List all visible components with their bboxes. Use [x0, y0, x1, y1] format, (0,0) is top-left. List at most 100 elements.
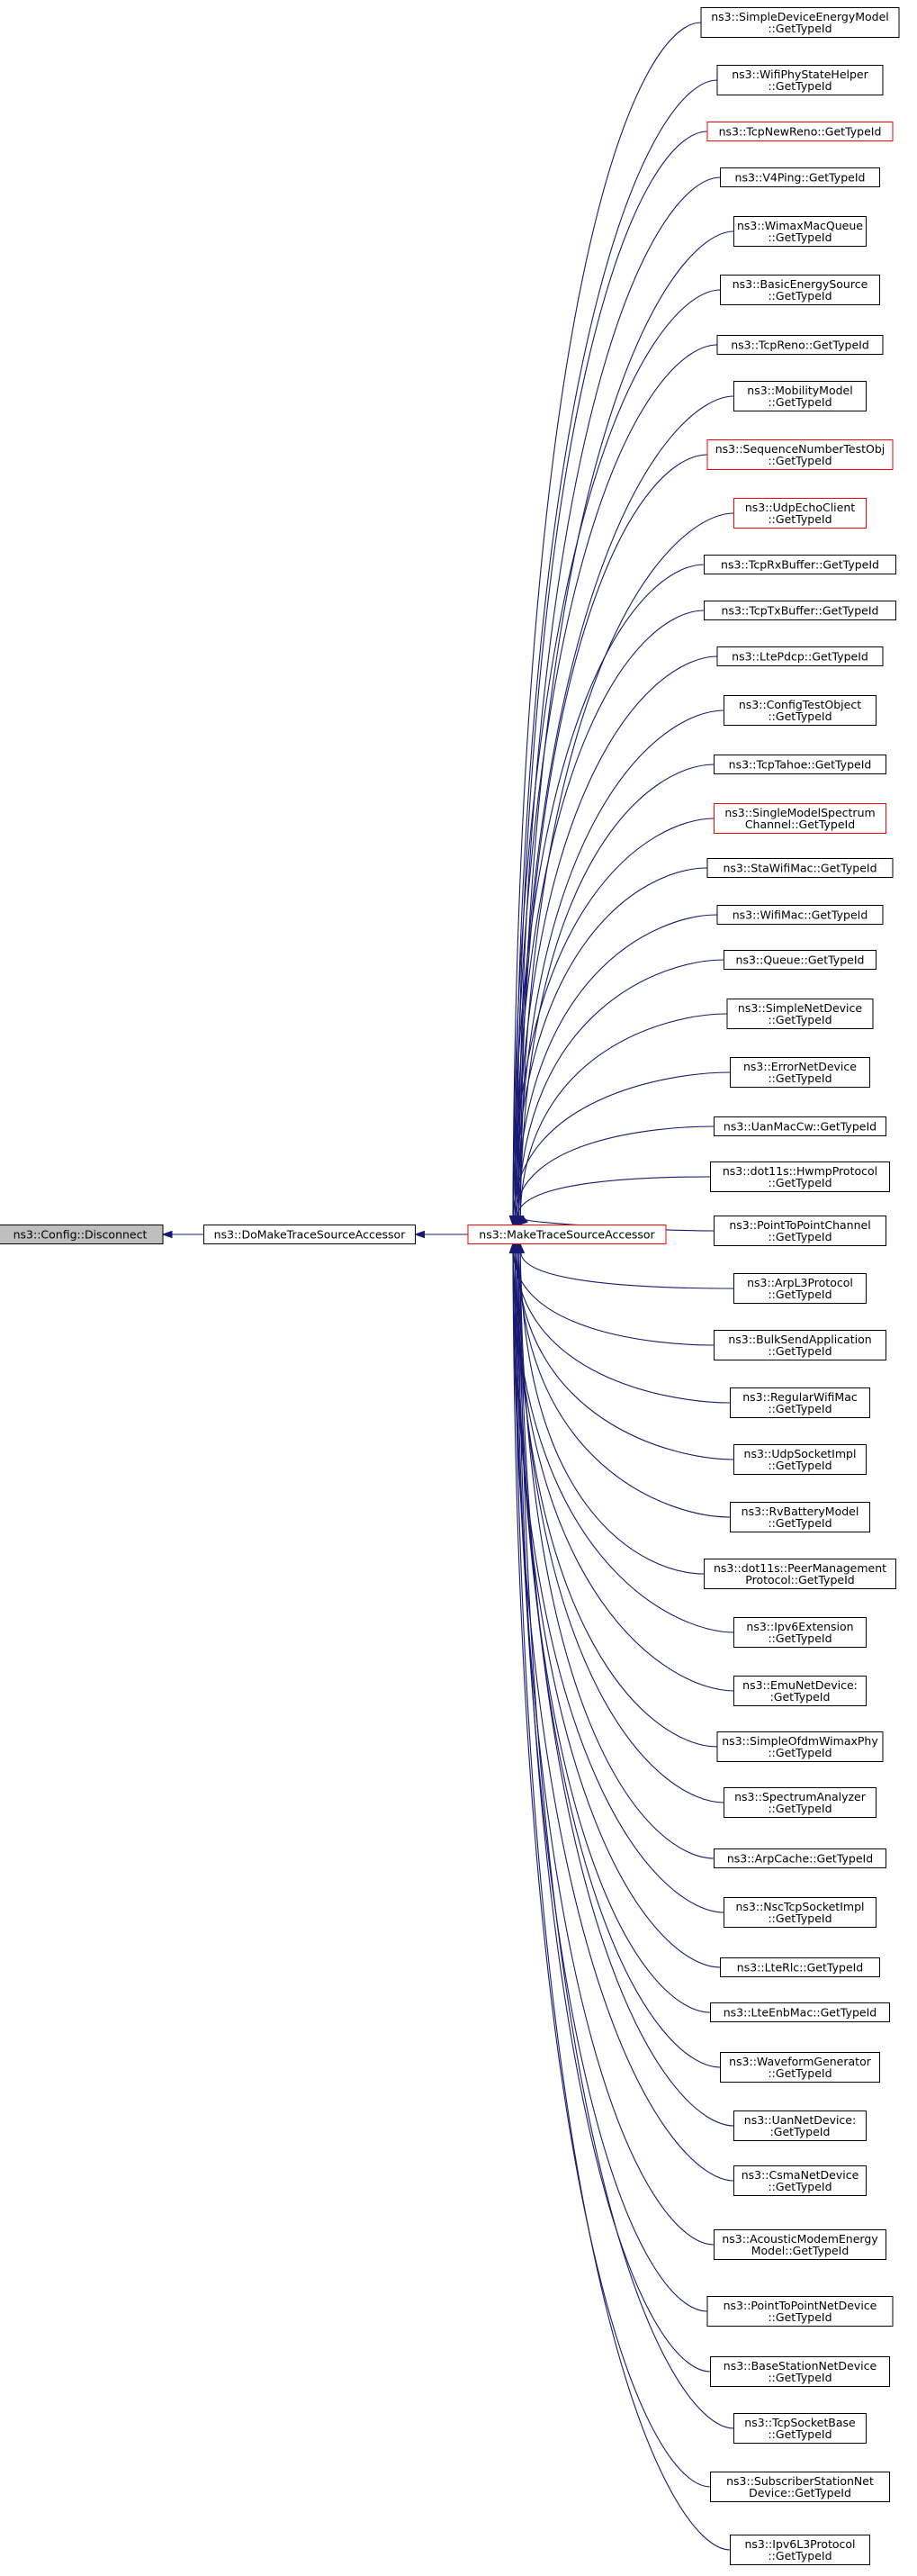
- node-ns3-regularwifimac-gettypeid[interactable]: ns3::RegularWifiMac::GetTypeId: [730, 1387, 870, 1418]
- node-ns3-uannetdevice-gettypeid[interactable]: ns3::UanNetDevice::GetTypeId: [733, 2111, 867, 2141]
- edge-caller-to-hub: [514, 1252, 731, 1404]
- node-label: ns3::MakeTraceSourceAccessor: [479, 1228, 655, 1242]
- node-ns3-tcpsocketbase-gettypeid[interactable]: ns3::TcpSocketBase::GetTypeId: [733, 2413, 867, 2444]
- edge-caller-to-hub: [519, 512, 734, 1216]
- node-ns3-config-disconnect[interactable]: ns3::Config::Disconnect: [0, 1225, 164, 1244]
- node-label: ns3::SubscriberStationNet: [726, 2474, 874, 2488]
- edge-caller-to-hub: [512, 564, 705, 1216]
- node-box: [714, 755, 886, 774]
- node-ns3-maketracesourceaccessor[interactable]: ns3::MakeTraceSourceAccessor: [467, 1225, 667, 1244]
- node-label: ns3::DoMakeTraceSourceAccessor: [214, 1228, 407, 1242]
- edge-caller-to-hub: [517, 1252, 711, 2373]
- node-ns3-uanmaccw-gettypeid[interactable]: ns3::UanMacCw::GetTypeId: [714, 1116, 886, 1136]
- node-label: ::GetTypeId: [768, 1912, 832, 1925]
- edge-caller-to-hub: [514, 1252, 715, 2246]
- node-ns3-ltepdcp-gettypeid[interactable]: ns3::LtePdcp::GetTypeId: [716, 646, 884, 666]
- edge-caller-to-hub: [519, 1252, 734, 2127]
- node-label: ns3::UanMacCw::GetTypeId: [724, 1120, 877, 1134]
- node-ns3-v4ping-gettypeid[interactable]: ns3::V4Ping::GetTypeId: [720, 167, 880, 187]
- node-ns3-csmanetdevice-gettypeid[interactable]: ns3::CsmaNetDevice::GetTypeId: [733, 2165, 867, 2196]
- node-ns3-pointtopointchannel-gettypeid[interactable]: ns3::PointToPointChannel::GetTypeId: [714, 1216, 886, 1246]
- node-label: ns3::StaWifiMac::GetTypeId: [723, 862, 877, 875]
- node-ns3-tcpnewreno-gettypeid[interactable]: ns3::TcpNewReno::GetTypeId: [706, 122, 894, 141]
- node-ns3-udpechoclient-gettypeid[interactable]: ns3::UdpEchoClient::GetTypeId: [733, 498, 867, 529]
- edge-caller-to-hub: [516, 914, 718, 1216]
- node-ns3-simplenetdevice-gettypeid[interactable]: ns3::SimpleNetDevice::GetTypeId: [726, 999, 874, 1029]
- node-ns3-wimaxmacqueue-gettypeid[interactable]: ns3::WimaxMacQueue::GetTypeId: [733, 216, 867, 247]
- node-box: [716, 335, 884, 355]
- node-label: ::GetTypeId: [768, 1459, 832, 1472]
- node-label: ns3::MobilityModel: [747, 384, 852, 397]
- edge-caller-to-hub: [516, 131, 708, 1216]
- node-ns3-simpleofdmwimaxphy-gettypeid[interactable]: ns3::SimpleOfdmWimaxPhy::GetTypeId: [716, 1731, 884, 1762]
- node-label: ::GetTypeId: [768, 395, 832, 409]
- edges-layer: [161, 22, 734, 2551]
- node-ns3-emunetdevice-gettypeid[interactable]: ns3::EmuNetDevice::GetTypeId: [733, 1676, 867, 1706]
- node-ns3-udpsocketimpl-gettypeid[interactable]: ns3::UdpSocketImpl::GetTypeId: [733, 1444, 867, 1475]
- node-box: [467, 1225, 667, 1244]
- node-ns3-waveformgenerator-gettypeid[interactable]: ns3::WaveformGenerator::GetTypeId: [720, 2052, 880, 2083]
- node-label: ::GetTypeId: [768, 289, 832, 303]
- node-ns3-simpledeviceenergymodel-gettypeid[interactable]: ns3::SimpleDeviceEnergyModel::GetTypeId: [700, 7, 900, 38]
- node-box: [726, 999, 874, 1029]
- node-label: ns3::SequenceNumberTestObj: [715, 442, 886, 456]
- node-label: ns3::SimpleDeviceEnergyModel: [711, 10, 889, 23]
- node-ns3-tcptxbuffer-gettypeid[interactable]: ns3::TcpTxBuffer::GetTypeId: [704, 601, 896, 620]
- node-ns3-errornetdevice-gettypeid[interactable]: ns3::ErrorNetDevice::GetTypeId: [730, 1057, 870, 1088]
- node-ns3-ipv6extension-gettypeid[interactable]: ns3::Ipv6Extension::GetTypeId: [733, 1617, 867, 1648]
- node-label: ::GetTypeId: [768, 710, 832, 723]
- node-ns3-basestationnetdevice-gettypeid[interactable]: ns3::BaseStationNetDevice::GetTypeId: [710, 2356, 890, 2387]
- node-box: [716, 646, 884, 666]
- node-label: :GetTypeId: [770, 1690, 831, 1704]
- node-label: Protocol::GetTypeId: [745, 1573, 854, 1586]
- edge-caller-to-hub: [514, 344, 718, 1216]
- node-ns3-tcpreno-gettypeid[interactable]: ns3::TcpReno::GetTypeId: [716, 335, 884, 355]
- node-ns3-ipv6l3protocol-gettypeid[interactable]: ns3::Ipv6L3Protocol::GetTypeId: [730, 2535, 870, 2565]
- node-box: [733, 2165, 867, 2196]
- node-ns3-spectrumanalyzer-gettypeid[interactable]: ns3::SpectrumAnalyzer::GetTypeId: [724, 1787, 877, 1818]
- node-ns3-wifimac-gettypeid[interactable]: ns3::WifiMac::GetTypeId: [716, 905, 884, 925]
- node-box: [733, 381, 867, 411]
- node-label: ns3::Config::Disconnect: [13, 1228, 148, 1242]
- node-ns3-subscriberstationnetdevice-gettypeid[interactable]: ns3::SubscriberStationNetDevice::GetType…: [710, 2472, 890, 2502]
- node-ns3-bulksendapplication-gettypeid[interactable]: ns3::BulkSendApplication::GetTypeId: [714, 1330, 886, 1360]
- node-ns3-sequencenumbertestobj-gettypeid[interactable]: ns3::SequenceNumberTestObj::GetTypeId: [706, 439, 894, 470]
- node-ns3-mobilitymodel-gettypeid[interactable]: ns3::MobilityModel::GetTypeId: [733, 381, 867, 411]
- node-box: [710, 1161, 890, 1192]
- node-ns3-domaketracesourceaccessor[interactable]: ns3::DoMakeTraceSourceAccessor: [203, 1225, 416, 1244]
- node-ns3-configtestobject-gettypeid[interactable]: ns3::ConfigTestObject::GetTypeId: [724, 695, 877, 726]
- node-box: [706, 858, 894, 878]
- node-label: ns3::SpectrumAnalyzer: [734, 1790, 867, 1803]
- node-ns3-stawifimac-gettypeid[interactable]: ns3::StaWifiMac::GetTypeId: [706, 858, 894, 878]
- node-label: ::GetTypeId: [768, 1230, 832, 1243]
- node-box: [724, 695, 877, 726]
- node-ns3-pointtopointnetdevice-gettypeid[interactable]: ns3::PointToPointNetDevice::GetTypeId: [706, 2296, 894, 2327]
- node-label: ns3::PointToPointChannel: [729, 1218, 870, 1232]
- node-label: ns3::SingleModelSpectrum: [724, 806, 875, 819]
- node-label: ns3::Ipv6L3Protocol: [744, 2537, 855, 2551]
- node-ns3-arpcache-gettypeid[interactable]: ns3::ArpCache::GetTypeId: [714, 1848, 886, 1868]
- edge-caller-to-hub: [517, 1176, 711, 1216]
- node-ns3-tcprxbuffer-gettypeid[interactable]: ns3::TcpRxBuffer::GetTypeId: [704, 555, 896, 574]
- node-ns3-rvbatterymodel-gettypeid[interactable]: ns3::RvBatteryModel::GetTypeId: [730, 1502, 870, 1532]
- node-ns3-tcptahoe-gettypeid[interactable]: ns3::TcpTahoe::GetTypeId: [714, 755, 886, 774]
- node-box: [733, 1273, 867, 1304]
- node-ns3-singlemodelspectrumchannel-gettypeid[interactable]: ns3::SingleModelSpectrumChannel::GetType…: [714, 803, 886, 834]
- node-label: ns3::WifiPhyStateHelper: [732, 68, 868, 81]
- node-label: ns3::dot11s::HwmpProtocol: [723, 1164, 877, 1178]
- node-label: ns3::EmuNetDevice:: [742, 1678, 858, 1692]
- node-ns3-queue-gettypeid[interactable]: ns3::Queue::GetTypeId: [724, 950, 877, 970]
- node-ns3-dot11s-peermanagementprotocol-gettypeid[interactable]: ns3::dot11s::PeerManagementProtocol::Get…: [704, 1559, 896, 1589]
- node-ns3-lterlc-gettypeid[interactable]: ns3::LteRlc::GetTypeId: [720, 1957, 880, 1977]
- node-box: [706, 122, 894, 141]
- node-ns3-dot11s-hwmpprotocol-gettypeid[interactable]: ns3::dot11s::HwmpProtocol::GetTypeId: [710, 1161, 890, 1192]
- node-ns3-lteenbmac-gettypeid[interactable]: ns3::LteEnbMac::GetTypeId: [710, 2002, 890, 2022]
- node-ns3-wifiphystatehelper-gettypeid[interactable]: ns3::WifiPhyStateHelper::GetTypeId: [716, 65, 884, 95]
- node-box: [720, 275, 880, 305]
- node-box: [710, 2472, 890, 2502]
- node-ns3-arpl3protocol-gettypeid[interactable]: ns3::ArpL3Protocol::GetTypeId: [733, 1273, 867, 1304]
- node-ns3-basicenergysource-gettypeid[interactable]: ns3::BasicEnergySource::GetTypeId: [720, 275, 880, 305]
- node-ns3-nsctcpsocketimpl-gettypeid[interactable]: ns3::NscTcpSocketImpl::GetTypeId: [724, 1897, 877, 1928]
